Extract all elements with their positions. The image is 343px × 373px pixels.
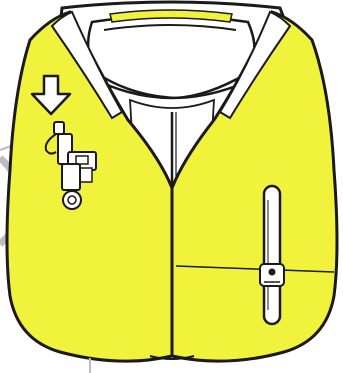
inflation-arrow-icon <box>30 74 72 116</box>
inflation-valve <box>44 121 97 210</box>
oral-inflation-tube <box>262 184 282 326</box>
back-strap <box>149 355 195 360</box>
whistle-light-tab <box>259 263 285 287</box>
vest-right-panel <box>170 10 339 363</box>
waist-strap-line <box>175 265 335 273</box>
